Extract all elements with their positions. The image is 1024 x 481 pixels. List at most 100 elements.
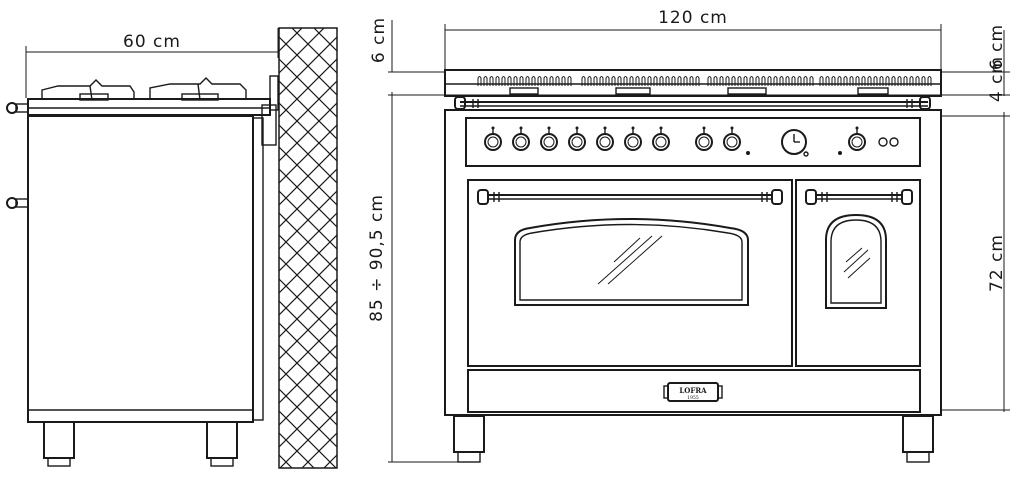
grate-tooth <box>477 76 482 86</box>
control-knob <box>624 126 642 151</box>
grate-tooth <box>647 76 652 86</box>
grate-tooth <box>629 76 634 86</box>
grate-tooth <box>819 76 824 86</box>
storage-drawer: LOFRA 1955 <box>467 369 921 413</box>
front-width-dimension: 120 cm <box>444 8 942 70</box>
grate-tooth <box>737 76 742 86</box>
indicator-dot-2 <box>838 151 842 155</box>
side-depth-label: 60 cm <box>123 32 181 52</box>
grate-tooth <box>797 76 802 86</box>
grate-tooth <box>587 76 592 86</box>
burner-cap-4 <box>857 87 889 95</box>
control-knob <box>540 126 558 151</box>
grate-tooth <box>903 76 908 86</box>
grate-tooth <box>909 76 914 86</box>
grate-tooth <box>803 76 808 86</box>
brand-year: 1955 <box>687 395 699 401</box>
grate-tooth <box>873 76 878 86</box>
grate-tooth <box>525 76 530 86</box>
control-knob <box>695 126 713 151</box>
top-edge-label: 4 cm <box>987 56 1007 102</box>
grate-tooth <box>755 76 760 86</box>
cooktop <box>444 69 942 97</box>
grate-tooth <box>879 76 884 86</box>
grate-tooth <box>641 76 646 86</box>
grate-tooth <box>513 76 518 86</box>
control-knobs <box>484 126 866 151</box>
grate-tooth <box>599 76 604 86</box>
side-oven-door <box>795 179 921 367</box>
grate-tooth <box>543 76 548 86</box>
grate-tooth <box>611 76 616 86</box>
burner-cap-2 <box>615 87 651 95</box>
grate-tooth <box>761 76 766 86</box>
grate-tooth <box>683 76 688 86</box>
grate-tooth <box>671 76 676 86</box>
grate-tooth <box>549 76 554 86</box>
grate-tooth <box>593 76 598 86</box>
grate-tooth <box>501 76 506 86</box>
control-panel <box>465 117 921 167</box>
control-knob <box>652 126 670 151</box>
total-height-dimension: 85 ÷ 90,5 cm <box>367 92 1010 463</box>
grate-tooth <box>653 76 658 86</box>
grate-tooth <box>567 76 572 86</box>
grate-tooth <box>809 76 814 86</box>
cooktop-grates <box>477 76 932 86</box>
side-knob-top <box>6 102 29 114</box>
indicator-light-2 <box>889 137 899 147</box>
grate-tooth <box>897 76 902 86</box>
grate-tooth <box>665 76 670 86</box>
top-clearance-label: 6 cm <box>369 17 389 63</box>
front-view: 120 cm 6 cm 6 cm 4 cm 85 ÷ 90,5 cm 7 <box>367 8 1010 463</box>
indicator-dot-1 <box>746 151 750 155</box>
grate-tooth <box>825 76 830 86</box>
grate-tooth <box>537 76 542 86</box>
grate-tooth <box>749 76 754 86</box>
control-knob <box>512 126 530 151</box>
grate-tooth <box>785 76 790 86</box>
grate-tooth <box>713 76 718 86</box>
grate-tooth <box>489 76 494 86</box>
total-height-label: 85 ÷ 90,5 cm <box>367 194 387 322</box>
top-edge-dimension: 6 cm 4 cm <box>941 24 1010 102</box>
grate-tooth <box>719 76 724 86</box>
control-knob <box>723 126 741 151</box>
grate-tooth <box>555 76 560 86</box>
control-knob <box>848 126 866 151</box>
top-edge-label-upper: 6 cm <box>987 24 1007 70</box>
brand-logo: LOFRA 1955 <box>663 382 723 402</box>
grate-tooth <box>767 76 772 86</box>
grate-tooth <box>867 76 872 86</box>
grate-tooth <box>921 76 926 86</box>
oven-height-dimension: 72 cm <box>941 112 1010 412</box>
grate-tooth <box>885 76 890 86</box>
burner-cap-3 <box>727 87 767 95</box>
grate-tooth <box>855 76 860 86</box>
burner-cap-1 <box>509 87 539 95</box>
front-body <box>444 109 942 416</box>
side-body <box>27 115 264 423</box>
grate-tooth <box>507 76 512 86</box>
control-knob <box>596 126 614 151</box>
grate-tooth <box>773 76 778 86</box>
wall <box>278 27 338 469</box>
control-knob <box>484 126 502 151</box>
towel-rail <box>454 96 931 110</box>
grate-tooth <box>891 76 896 86</box>
control-knob <box>568 126 586 151</box>
grate-tooth <box>837 76 842 86</box>
grate-tooth <box>831 76 836 86</box>
side-feet <box>43 421 238 467</box>
grate-tooth <box>519 76 524 86</box>
grate-tooth <box>581 76 586 86</box>
grate-tooth <box>689 76 694 86</box>
oven-height-label: 72 cm <box>987 234 1007 292</box>
clock-icon <box>781 129 809 157</box>
top-clearance-dimension: 6 cm <box>369 17 445 73</box>
grate-tooth <box>861 76 866 86</box>
grate-tooth <box>725 76 730 86</box>
grate-tooth <box>843 76 848 86</box>
grate-tooth <box>617 76 622 86</box>
